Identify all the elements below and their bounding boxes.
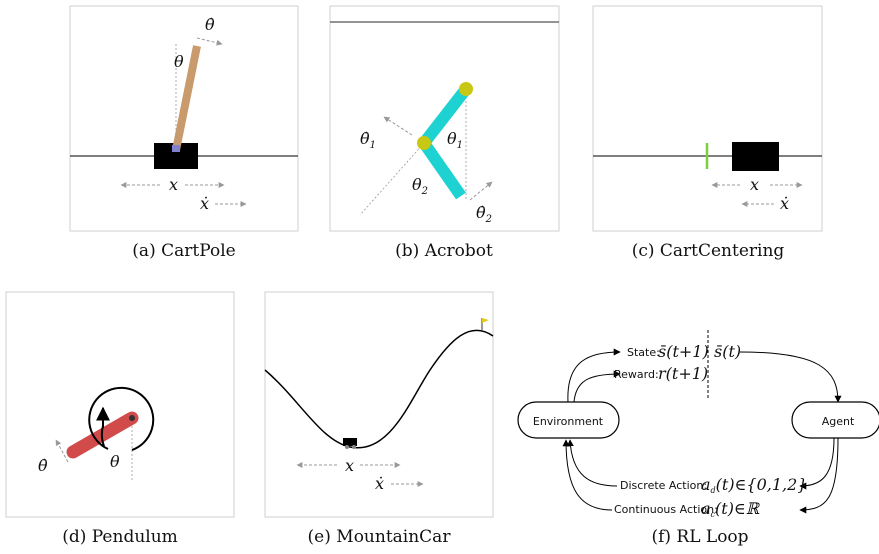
- cartcentering-frame: [592, 5, 823, 232]
- pendulum-frame: [5, 291, 235, 518]
- discrete-to-environment-arrow: [566, 439, 618, 487]
- acrobot-link-2: [419, 139, 466, 200]
- panel-mountaincar: x ẋ: [264, 291, 494, 518]
- continuous-to-environment-arrow: [562, 439, 613, 511]
- state-arrow: [567, 348, 621, 403]
- mountaincar-frame: [264, 291, 494, 518]
- mountaincar-car: [343, 438, 357, 446]
- mountaincar-x-label: x: [345, 456, 354, 475]
- cartpole-x-label: x: [169, 175, 178, 194]
- cartcentering-cart: [732, 142, 779, 171]
- caption-rl-loop: (f) RL Loop: [651, 527, 749, 547]
- acrobot-extension-line: [359, 142, 425, 216]
- panel-rl-loop: Environment Agent State: s̄(t+1) s̄(t) R…: [517, 330, 879, 519]
- discrete-action-arrow: [799, 437, 835, 490]
- caption-pendulum: (d) Pendulum: [62, 527, 178, 547]
- environment-label: Environment: [533, 415, 604, 428]
- acrobot-pivot: [459, 82, 473, 96]
- panel-cartcentering: x ẋ: [592, 5, 823, 232]
- acrobot-theta1-label: θ1: [447, 129, 463, 151]
- mountaincar-wheel-right: [352, 445, 356, 449]
- mountaincar-x-dot-label: ẋ: [375, 474, 384, 493]
- mountaincar-flag: [482, 318, 489, 323]
- reward-arrow: [573, 370, 621, 403]
- mountaincar-hill-curve: [264, 329, 494, 449]
- caption-acrobot: (b) Acrobot: [395, 241, 493, 261]
- agent-label: Agent: [822, 415, 855, 428]
- caption-cartpole: (a) CartPole: [132, 241, 236, 261]
- cartpole-pole: [172, 45, 201, 151]
- pendulum-theta-dot-arrow: [55, 439, 69, 463]
- pendulum-theta-dot-label: θ̇: [38, 456, 48, 475]
- acrobot-link-1: [419, 85, 471, 147]
- state-label: State:: [627, 346, 660, 359]
- cartcentering-x-dot-label: ẋ: [780, 194, 789, 213]
- environment-node: [517, 401, 620, 439]
- cartpole-x-dot-label: ẋ: [200, 194, 209, 213]
- cartpole-theta-dot-label: θ̇: [205, 15, 215, 34]
- acrobot-theta1-dot-arrow: [383, 116, 413, 136]
- panel-acrobot: θ̇1 θ1 θ2 θ̇2: [329, 5, 560, 232]
- discrete-action-label: Discrete Action:: [620, 479, 707, 492]
- cartcentering-x-label: x: [750, 175, 759, 194]
- acrobot-theta2-label: θ2: [412, 175, 428, 197]
- cartpole-theta-dot-arrow: [196, 37, 223, 46]
- pendulum-pivot: [129, 415, 135, 421]
- acrobot-theta1-dot-label: θ̇1: [360, 129, 376, 151]
- state-current: s̄(t): [714, 342, 741, 361]
- continuous-action-label: Continuous Action:: [614, 503, 718, 516]
- discrete-action-value: ad(t)∈{0,1,2}: [701, 475, 808, 495]
- acrobot-theta2-dot-label: θ̇2: [476, 203, 492, 225]
- caption-mountaincar: (e) MountainCar: [307, 527, 451, 547]
- acrobot-joint: [417, 136, 431, 150]
- agent-input-arrow: [739, 351, 842, 403]
- state-value: s̄(t+1): [658, 342, 709, 361]
- reward-value: r(t+1): [658, 364, 708, 383]
- cartpole-theta-label: θ: [174, 52, 184, 71]
- reward-label: Reward:: [614, 368, 659, 381]
- continuous-action-value: ac(t)∈ℝ: [701, 499, 761, 519]
- caption-cartcentering: (c) CartCentering: [631, 241, 785, 261]
- panel-cartpole: θ̇ θ x ẋ: [69, 5, 299, 232]
- pendulum-theta-label: θ: [110, 452, 120, 471]
- mountaincar-wheel-left: [345, 445, 349, 449]
- panel-pendulum: θ̇ θ: [5, 291, 235, 518]
- continuous-action-arrow: [799, 437, 839, 514]
